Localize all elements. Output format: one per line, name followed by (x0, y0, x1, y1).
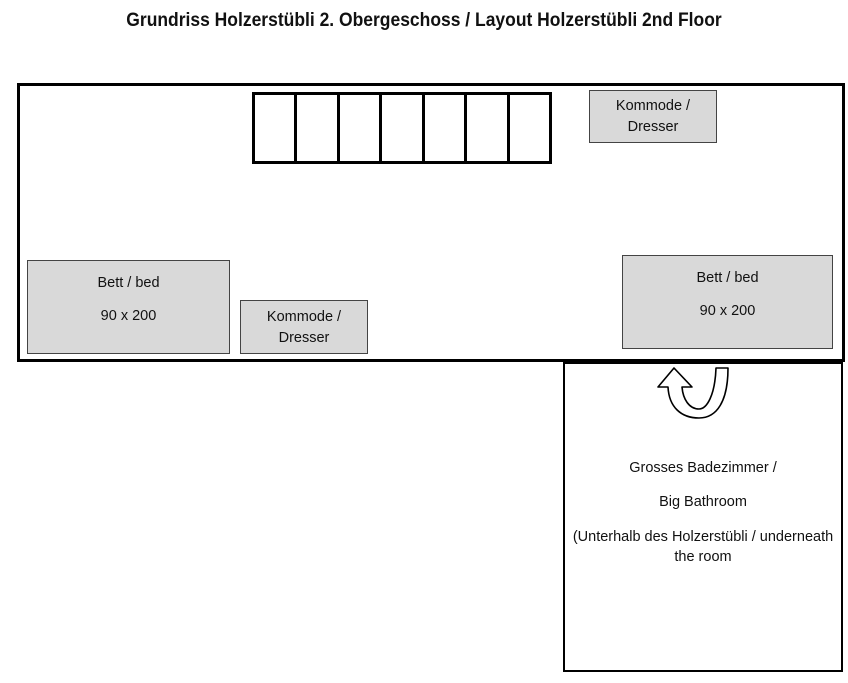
page-title: Grundriss Holzerstübli 2. Obergeschoss /… (126, 10, 722, 31)
staircase (252, 92, 552, 164)
bathroom-note-line2: the room (674, 549, 732, 565)
stair-step (425, 95, 468, 161)
stair-step (255, 95, 298, 161)
bathroom-note: (Unterhalb des Holzerstübli / underneath… (565, 527, 841, 567)
dresser-top: Kommode / Dresser (589, 90, 717, 143)
dresser-label-en: Dresser (278, 330, 330, 346)
stair-step (297, 95, 340, 161)
dresser-label-en: Dresser (627, 119, 679, 135)
bathroom-label-en: Big Bathroom (659, 494, 747, 510)
bed-right: Bett / bed 90 x 200 (622, 255, 833, 349)
dresser-label: Kommode / (266, 309, 342, 325)
bed-left: Bett / bed 90 x 200 (27, 260, 230, 354)
stair-step (382, 95, 425, 161)
bathroom-label: Grosses Badezimmer / (629, 460, 777, 476)
bed-label: Bett / bed (696, 270, 759, 286)
dresser-label: Kommode / (615, 98, 691, 114)
bathroom-note-line1: (Unterhalb des Holzerstübli / underneath (572, 529, 834, 545)
dresser-middle: Kommode / Dresser (240, 300, 368, 354)
bed-label: Bett / bed (97, 275, 160, 291)
bathroom: Grosses Badezimmer / Big Bathroom (Unter… (563, 362, 843, 672)
u-turn-arrow-icon (657, 367, 729, 419)
bed-size: 90 x 200 (699, 303, 756, 319)
bed-size: 90 x 200 (100, 308, 157, 324)
stair-step (340, 95, 383, 161)
stair-step (467, 95, 510, 161)
stair-step (510, 95, 549, 161)
